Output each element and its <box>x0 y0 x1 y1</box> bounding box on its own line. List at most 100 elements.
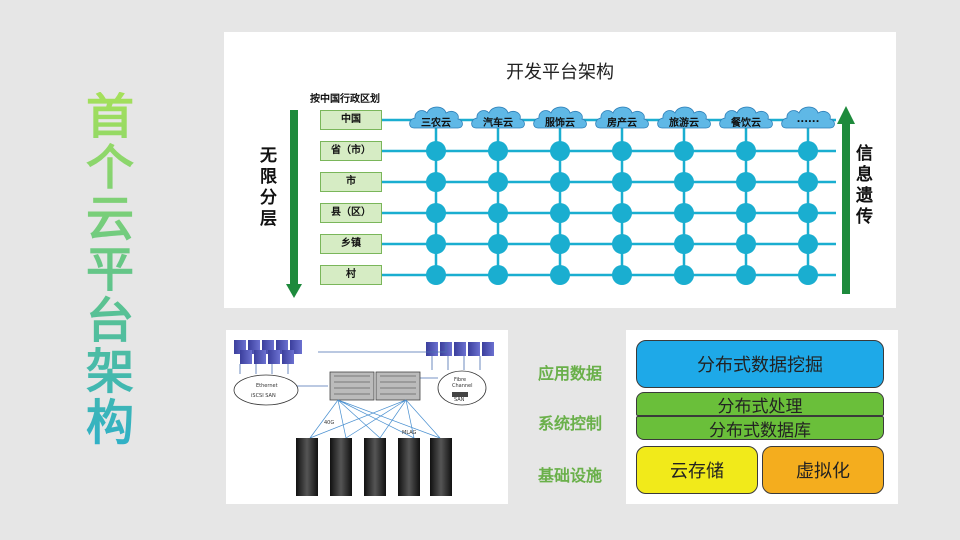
level-box: 省（市） <box>320 141 382 161</box>
grid-node <box>736 172 756 192</box>
architecture-panel: 开发平台架构 按中国行政区划 无 限 分 层 信 息 遗 传 中国 省（市） 市… <box>224 32 896 308</box>
title-char: 平 <box>85 242 134 298</box>
grid-node <box>674 172 694 192</box>
cloud-storage-box: 云存储 <box>636 446 758 494</box>
cloud-label: 餐饮云 <box>731 118 761 129</box>
grid-node <box>798 203 818 223</box>
grid-node <box>488 141 508 161</box>
cloud-icon <box>471 106 525 129</box>
cloud-label: 房产云 <box>607 118 637 129</box>
distributed-mining-box: 分布式数据挖掘 <box>636 340 884 388</box>
grid-node <box>736 141 756 161</box>
grid-node <box>488 172 508 192</box>
link-mlag-label: MLAG <box>402 430 417 436</box>
grid-node <box>612 172 632 192</box>
grid-node <box>736 234 756 254</box>
link-40g-label: 40G <box>324 420 335 426</box>
architecture-title: 开发平台架构 <box>506 62 614 83</box>
stack-panel: 分布式数据挖掘 分布式处理 分布式数据库 云存储 虚拟化 <box>626 330 898 504</box>
left-server-cluster <box>234 340 302 364</box>
title-char: 首 <box>85 89 134 145</box>
architecture-grid <box>286 106 855 298</box>
ethernet-label: Ethernet <box>256 383 278 389</box>
grid-node <box>426 265 446 285</box>
grid-node <box>798 265 818 285</box>
right-label-char: 遗 <box>856 186 873 206</box>
grid-lines <box>382 118 836 278</box>
right-server-cluster <box>426 342 494 356</box>
title-char: 个 <box>85 140 134 196</box>
right-label-char: 传 <box>856 207 873 227</box>
title-char: 架 <box>85 344 134 400</box>
grid-node <box>550 203 570 223</box>
grid-node <box>550 141 570 161</box>
fibre-label: Fibre <box>454 377 467 383</box>
label-system-control: 系统控制 <box>538 414 603 433</box>
left-label-char: 限 <box>260 167 277 187</box>
cloud-icon <box>533 106 587 129</box>
grid-node <box>798 234 818 254</box>
cloud-3: 服饰云 <box>532 104 588 130</box>
cloud-6: 餐饮云 <box>718 104 774 130</box>
label-application-data: 应用数据 <box>538 364 603 383</box>
level-box: 乡镇 <box>320 234 382 254</box>
cloud-icon <box>595 106 649 129</box>
cloud-icon <box>719 106 773 129</box>
network-panel: Ethernet iSCSI SAN Fibre Channel SAN 40G… <box>226 330 508 504</box>
right-label-char: 息 <box>856 165 873 185</box>
cloud-7: ...... <box>780 104 836 130</box>
left-label-char: 层 <box>260 209 277 229</box>
grid-node <box>612 265 632 285</box>
grid-node <box>674 234 694 254</box>
cloud-icon <box>409 106 463 129</box>
grid-nodes <box>426 141 818 285</box>
grid-node <box>550 265 570 285</box>
left-label-char: 无 <box>260 146 277 166</box>
cloud-5: 旅游云 <box>656 104 712 130</box>
grid-node <box>488 203 508 223</box>
grid-node <box>612 234 632 254</box>
grid-node <box>426 203 446 223</box>
right-up-arrow <box>837 106 855 294</box>
cloud-label: 旅游云 <box>669 118 699 129</box>
distributed-processing-box: 分布式处理 <box>636 392 884 417</box>
network-diagram <box>233 340 494 496</box>
level-box: 市 <box>320 172 382 192</box>
grid-node <box>612 141 632 161</box>
level-box: 中国 <box>320 110 382 130</box>
cloud-icon <box>657 106 711 129</box>
grid-node <box>550 234 570 254</box>
grid-node <box>798 141 818 161</box>
division-caption: 按中国行政区划 <box>310 94 380 105</box>
cloud-icon <box>781 106 835 129</box>
grid-node <box>426 172 446 192</box>
iscsi-label: iSCSI SAN <box>251 393 276 399</box>
grid-node <box>736 203 756 223</box>
grid-node <box>674 265 694 285</box>
san-label: SAN <box>454 397 465 403</box>
cloud-label: 汽车云 <box>483 118 513 129</box>
ethernet-cloud <box>233 374 299 406</box>
left-label-char: 分 <box>260 188 277 208</box>
grid-node <box>736 265 756 285</box>
channel-label: Channel <box>452 383 473 389</box>
grid-node <box>550 172 570 192</box>
level-box: 村 <box>320 265 382 285</box>
title-char: 台 <box>85 293 134 349</box>
server-racks <box>296 438 452 496</box>
left-label: 无 限 分 层 <box>260 146 280 230</box>
level-box: 县（区） <box>320 203 382 223</box>
cloud-label: 三农云 <box>421 118 451 129</box>
title-char: 构 <box>85 395 134 451</box>
cloud-label: 服饰云 <box>545 118 575 129</box>
label-infrastructure: 基础设施 <box>538 466 603 485</box>
fibre-channel-cloud <box>437 370 487 406</box>
cloud-label: ...... <box>796 114 820 125</box>
title-char: 云 <box>85 191 134 247</box>
grid-node <box>612 203 632 223</box>
grid-node <box>426 234 446 254</box>
grid-node <box>488 265 508 285</box>
right-label-char: 信 <box>856 144 873 164</box>
grid-node <box>488 234 508 254</box>
cloud-2: 汽车云 <box>470 104 526 130</box>
